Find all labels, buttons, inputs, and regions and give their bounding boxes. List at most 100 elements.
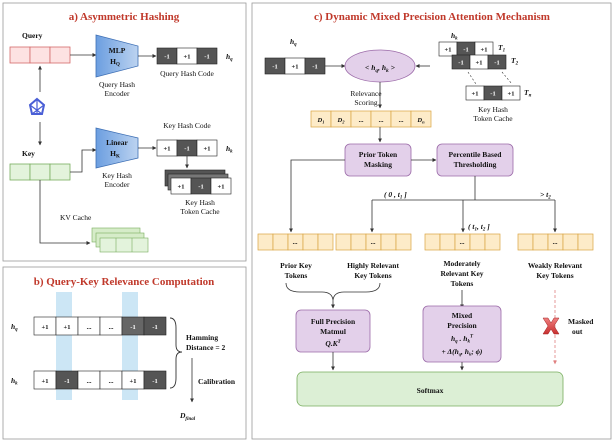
key-hash-token-cache: +1 -1 +1 bbox=[164, 169, 232, 195]
svg-text:-1: -1 bbox=[312, 64, 317, 71]
query-hash-encoder-label-1: Query Hash bbox=[99, 80, 135, 89]
svg-text:+1: +1 bbox=[204, 146, 211, 153]
full-precision-matmul-node: Full Precision Matmul Q.KT bbox=[295, 309, 371, 353]
svg-text:...: ... bbox=[460, 239, 465, 246]
svg-text:+1: +1 bbox=[178, 184, 185, 191]
panel-a-border bbox=[2, 2, 247, 262]
svg-text:+1: +1 bbox=[481, 47, 488, 54]
moderately-relevant-label-1: Moderately bbox=[443, 259, 480, 268]
kv-cache-label: KV Cache bbox=[60, 213, 92, 222]
svg-text:...: ... bbox=[371, 239, 376, 246]
svg-text:D2: D2 bbox=[337, 117, 346, 125]
key-hash-code: +1 -1 +1 bbox=[156, 139, 218, 157]
svg-text:...: ... bbox=[109, 324, 114, 331]
hk-label: hk bbox=[226, 144, 233, 155]
prior-key-tokens-label-1: Prior Key bbox=[280, 261, 312, 270]
weakly-relevant-label-1: Weakly Relevant bbox=[528, 261, 583, 270]
range-label-2: ( t1, t2 ] bbox=[468, 222, 490, 233]
masked-out-label-1: Masked bbox=[568, 317, 594, 326]
hamming-brace bbox=[169, 317, 183, 389]
svg-text:Thresholding: Thresholding bbox=[454, 160, 497, 169]
svg-text:...: ... bbox=[359, 117, 364, 124]
token-group-moderately-relevant: ... bbox=[424, 233, 501, 251]
svg-text:Percentile Based: Percentile Based bbox=[449, 150, 503, 159]
highly-relevant-label-1: Highly Relevant bbox=[347, 261, 399, 270]
query-hash-encoder-label-2: Encoder bbox=[105, 89, 130, 98]
svg-text:...: ... bbox=[379, 117, 384, 124]
key-hash-encoder: Linear HK bbox=[95, 127, 139, 169]
c-cache-label-1: Key Hash bbox=[478, 105, 508, 114]
svg-text:Matmul: Matmul bbox=[320, 327, 346, 336]
svg-text:hq . hkT: hq . hkT bbox=[451, 334, 474, 345]
key-hash-token-cache-label-1: Key Hash bbox=[185, 198, 215, 207]
svg-text:+1: +1 bbox=[476, 60, 483, 67]
c-hq-code: -1 +1 -1 bbox=[264, 57, 326, 75]
query-hash-encoder: MLP HQ bbox=[95, 34, 139, 78]
query-hash-code: -1 +1 -1 bbox=[156, 47, 218, 65]
relevance-scoring-label-2: Scoring bbox=[354, 98, 378, 107]
svg-text:HQ: HQ bbox=[110, 57, 120, 68]
panel-b-title: b) Query-Key Relevance Computation bbox=[34, 276, 215, 288]
highly-relevant-label-2: Key Tokens bbox=[354, 271, 391, 280]
token-group-prior: ... bbox=[257, 233, 334, 251]
hq-row: +1 +1 ... ... -1 -1 bbox=[33, 316, 167, 336]
d-final-label: Dfinal bbox=[179, 411, 196, 422]
svg-text:D1: D1 bbox=[317, 117, 325, 125]
svg-text:Precision: Precision bbox=[447, 321, 477, 330]
panel-relevance-computation: b) Query-Key Relevance Computation hq +1… bbox=[2, 266, 247, 440]
hq-label: hq bbox=[226, 52, 233, 63]
panel-a-title: a) Asymmetric Hashing bbox=[69, 11, 180, 23]
svg-text:Dn: Dn bbox=[416, 117, 425, 125]
svg-text:Q.KT: Q.KT bbox=[325, 339, 341, 348]
key-hash-encoder-label-2: Encoder bbox=[105, 180, 130, 189]
svg-text:+ Δ(hq, hk; ϕ): + Δ(hq, hk; ϕ) bbox=[442, 347, 483, 357]
svg-text:+1: +1 bbox=[508, 91, 515, 98]
key-vector bbox=[9, 163, 71, 181]
svg-text:Linear: Linear bbox=[106, 138, 128, 147]
panel-mixed-precision-attention: c) Dynamic Mixed Precision Attention Mec… bbox=[251, 2, 612, 440]
moderately-relevant-label-2: Relevant Key bbox=[440, 269, 483, 278]
svg-text:+1: +1 bbox=[218, 184, 225, 191]
svg-text:+1: +1 bbox=[64, 324, 71, 331]
relevance-score-node: < hq, hk > bbox=[344, 49, 416, 83]
svg-text:+1: +1 bbox=[42, 324, 49, 331]
hq-row-label: hq bbox=[11, 322, 18, 333]
panel-asymmetric-hashing: a) Asymmetric Hashing Query MLP HQ Query… bbox=[2, 2, 247, 262]
token-group-weakly-relevant: ... bbox=[517, 233, 594, 251]
svg-text:+1: +1 bbox=[445, 47, 452, 54]
svg-text:Full Precision: Full Precision bbox=[311, 317, 356, 326]
hk-row-label: hk bbox=[11, 376, 18, 387]
svg-text:...: ... bbox=[293, 239, 298, 246]
hk-row: +1 -1 ... ... +1 -1 bbox=[33, 370, 167, 390]
query-vector bbox=[9, 46, 71, 64]
svg-text:+1: +1 bbox=[292, 64, 299, 71]
key-hash-token-cache-label-2: Token Cache bbox=[180, 207, 220, 216]
prior-token-masking-node: Prior Token Masking bbox=[344, 143, 412, 177]
svg-text:-1: -1 bbox=[64, 378, 69, 385]
weakly-relevant-label-2: Key Tokens bbox=[536, 271, 573, 280]
svg-text:...: ... bbox=[109, 378, 114, 385]
tn-label: Tn bbox=[524, 88, 532, 99]
svg-text:...: ... bbox=[399, 117, 404, 124]
svg-text:-1: -1 bbox=[130, 324, 135, 331]
kv-cache bbox=[91, 227, 149, 253]
svg-text:-1: -1 bbox=[198, 184, 203, 191]
c-hk-label: hk bbox=[451, 31, 458, 42]
svg-text:-1: -1 bbox=[204, 54, 209, 61]
percentile-threshold-node: Percentile Based Thresholding bbox=[436, 143, 514, 177]
svg-text:+1: +1 bbox=[42, 378, 49, 385]
range-label-3: > t2 bbox=[540, 190, 551, 201]
masked-out-label-2: out bbox=[572, 327, 583, 336]
svg-text:HK: HK bbox=[110, 149, 120, 160]
svg-text:...: ... bbox=[87, 378, 92, 385]
panel-c-border bbox=[251, 2, 612, 440]
panel-b-border bbox=[2, 266, 247, 440]
prior-key-tokens-label-2: Tokens bbox=[285, 271, 308, 280]
query-hash-code-label: Query Hash Code bbox=[160, 69, 214, 78]
calibration-label: Calibration bbox=[198, 377, 236, 386]
svg-text:...: ... bbox=[87, 324, 92, 331]
svg-text:...: ... bbox=[553, 239, 558, 246]
key-hash-code-label: Key Hash Code bbox=[163, 121, 211, 130]
svg-text:+1: +1 bbox=[164, 146, 171, 153]
